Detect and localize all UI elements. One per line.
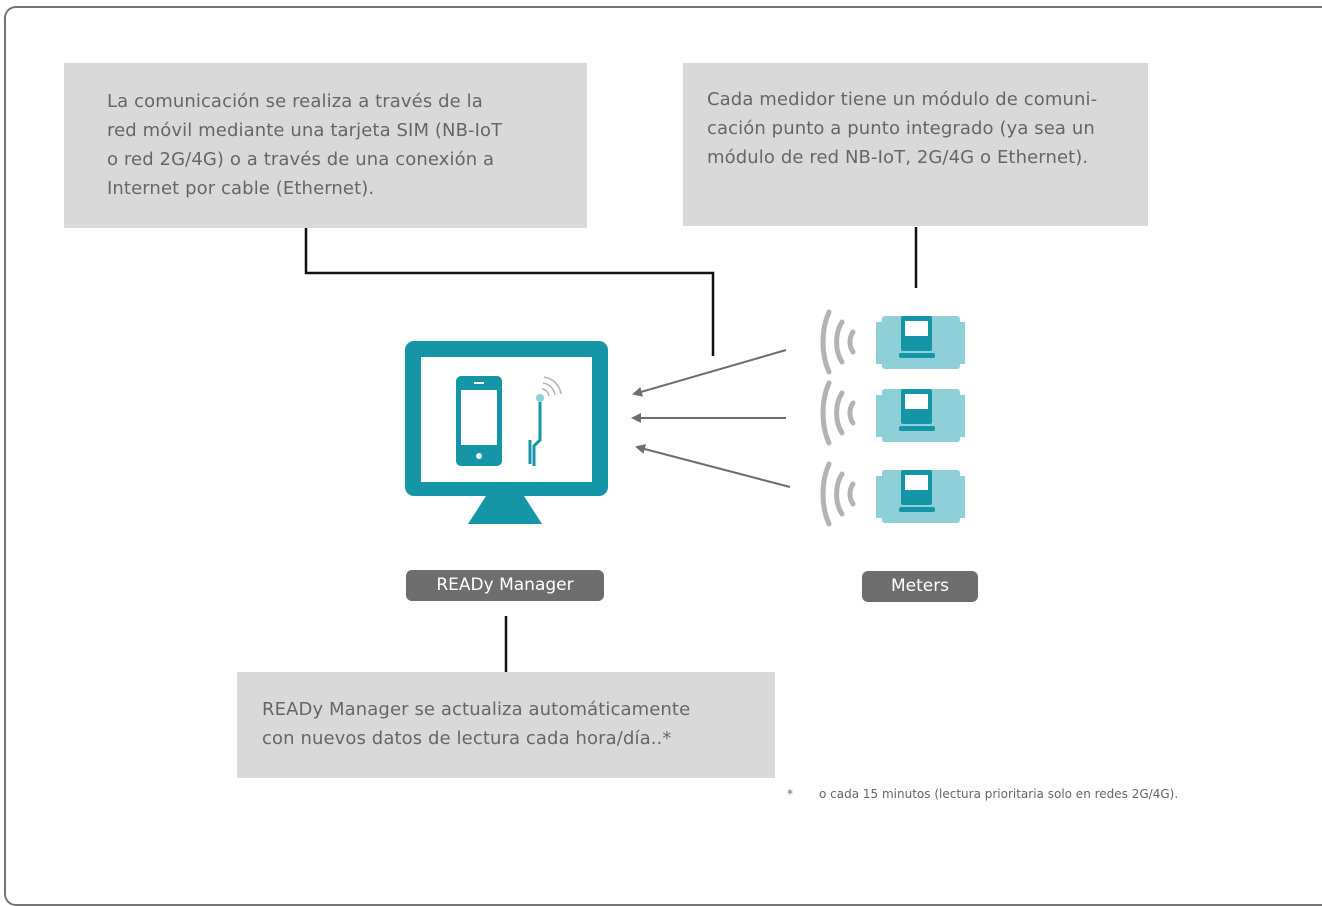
callout-update: READy Manager se actualiza automáticamen… (237, 672, 775, 778)
smartphone-icon (456, 376, 502, 466)
meter-icon (876, 316, 965, 369)
arrow-meter-3 (635, 444, 791, 488)
footnote: * o cada 15 minutos (lectura prioritaria … (787, 787, 1178, 801)
callout-line: Cada medidor tiene un módulo de comuni- (707, 89, 1098, 110)
connector-communication (304, 228, 715, 356)
meter-icon (876, 389, 965, 442)
callout-line: con nuevos datos de lectura cada hora/dí… (262, 728, 672, 749)
callout-line: cación punto a punto integrado (ya sea u… (707, 118, 1095, 139)
callout-line: La comunicación se realiza a través de l… (107, 91, 483, 112)
readymanager-label: READy Manager (406, 570, 604, 601)
callout-line: módulo de red NB-IoT, 2G/4G o Ethernet). (707, 147, 1089, 168)
meters-label: Meters (862, 571, 978, 602)
footnote-text: o cada 15 minutos (lectura prioritaria s… (819, 787, 1179, 801)
diagram-graphics (304, 227, 965, 672)
meter-icon (876, 470, 965, 523)
callout-meter-module: Cada medidor tiene un módulo de comuni- … (683, 63, 1148, 226)
arrow-meter-1 (632, 349, 787, 397)
monitor-icon (405, 341, 608, 524)
callout-line: Internet por cable (Ethernet). (107, 178, 375, 199)
callout-line: o red 2G/4G) o a través de una conexión … (107, 149, 495, 170)
callout-line: red móvil mediante una tarjeta SIM (NB-I… (107, 120, 503, 141)
callout-communication: La comunicación se realiza a través de l… (64, 63, 587, 228)
callout-line: READy Manager se actualiza automáticamen… (262, 699, 691, 720)
signal-waves-icon (820, 309, 856, 527)
footnote-marker: * (787, 787, 793, 801)
antenna-icon (528, 376, 562, 466)
